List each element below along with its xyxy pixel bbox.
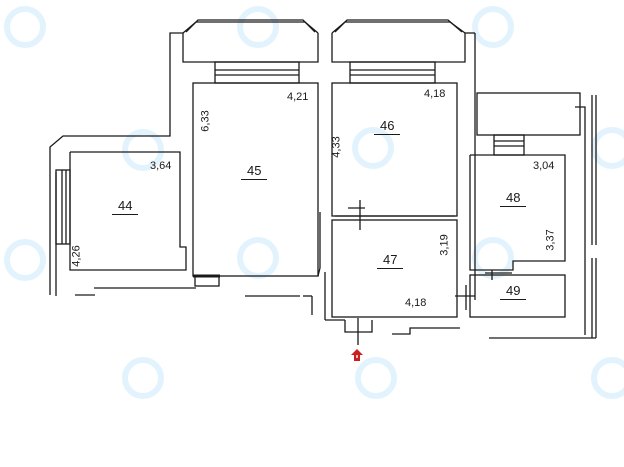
room-44-width-dim: 3,64 (150, 160, 172, 172)
room-45-walls (182, 19, 319, 287)
room-46-walls (331, 19, 476, 300)
room-45-label: 45 (241, 164, 268, 180)
room-44-height-dim: 4,26 (70, 245, 83, 267)
room-46-height-dim: 4,33 (330, 136, 343, 158)
room-48-walls (469, 92, 597, 339)
room-48-height-dim: 3,37 (544, 229, 557, 251)
room-46-width-dim: 4,18 (424, 88, 446, 100)
room-45-width-dim: 4,21 (287, 91, 309, 103)
room-44-label: 44 (112, 199, 139, 215)
room-49-walls (469, 272, 566, 318)
room-47-height-dim: 3,19 (438, 234, 451, 256)
room-48-label: 48 (500, 191, 527, 207)
room-47-label: 47 (377, 253, 404, 269)
room-49-label: 49 (500, 284, 527, 300)
room-48-width-dim: 3,04 (533, 160, 555, 172)
room-47-walls (245, 200, 475, 345)
room-46-label: 46 (374, 119, 401, 135)
room-45-height-dim: 6,33 (199, 110, 212, 132)
room-44-walls (49, 32, 196, 296)
room-47-width-dim: 4,18 (405, 297, 427, 309)
entrance-arrow-icon (351, 349, 363, 361)
